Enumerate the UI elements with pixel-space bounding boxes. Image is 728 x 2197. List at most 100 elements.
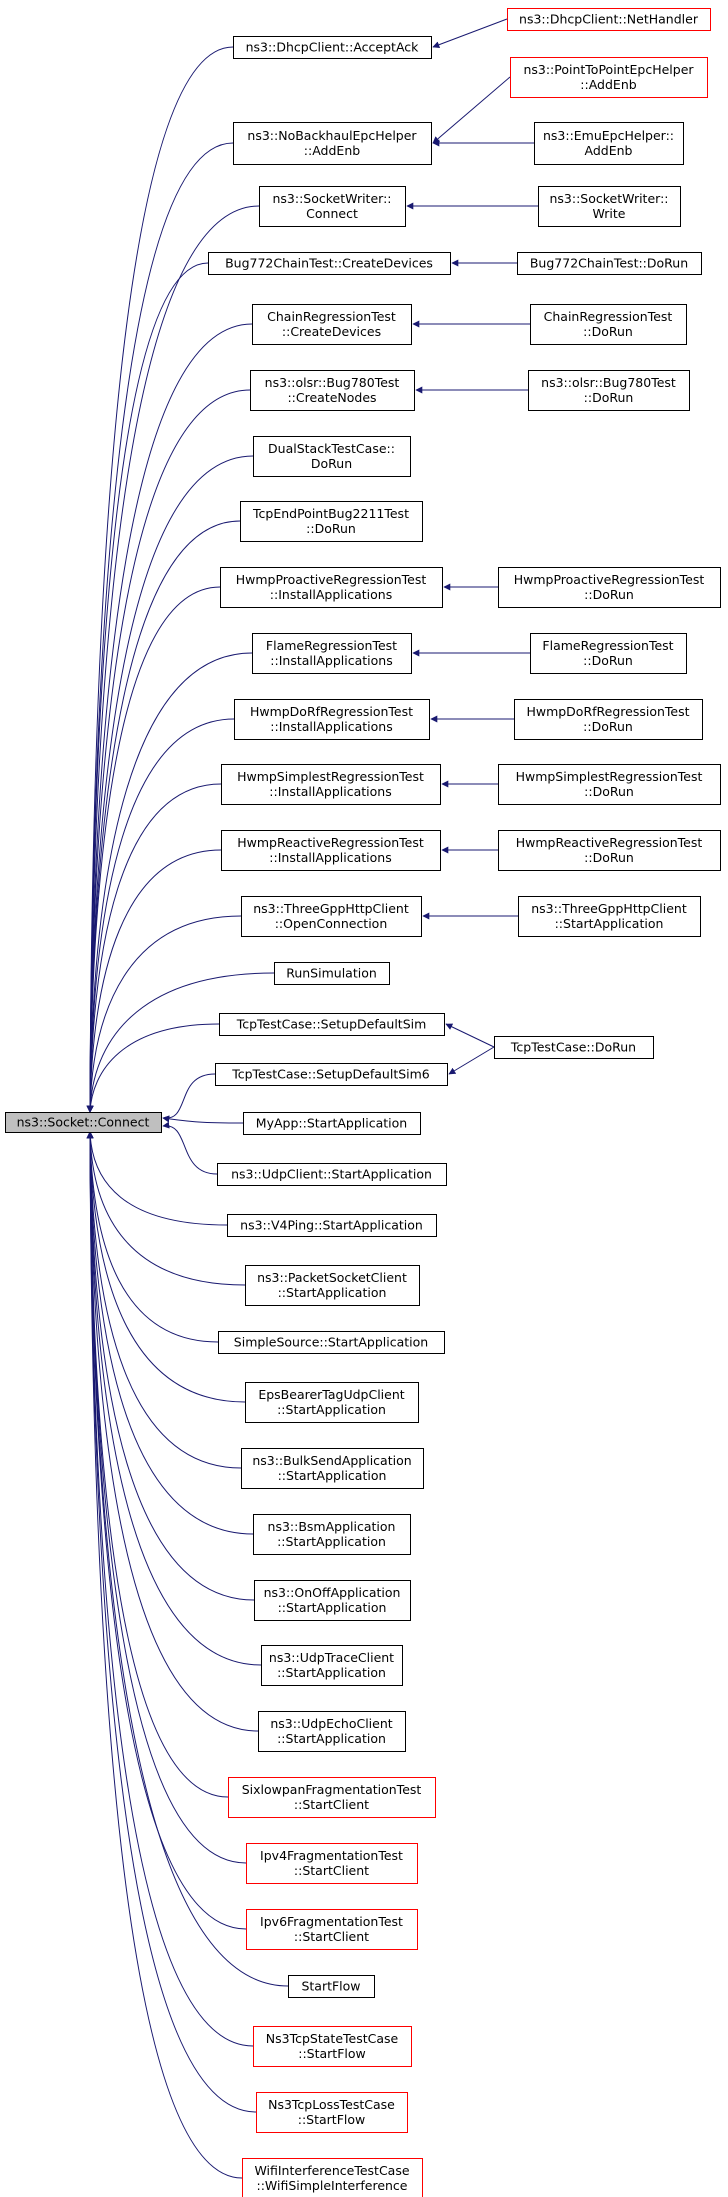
edge-bug772create-to-root: [86, 262, 209, 1113]
node-emuepc[interactable]: ns3::EmuEpcHelper::AddEnb: [534, 122, 684, 165]
node-box: [245, 1265, 420, 1306]
node-simplesource[interactable]: SimpleSource::StartApplication: [218, 1331, 445, 1354]
edge-threegppopen-to-root: [86, 915, 242, 1113]
node-udpclient[interactable]: ns3::UdpClient::StartApplication: [217, 1163, 447, 1186]
node-box: [494, 1036, 654, 1059]
node-label-line: ::CreateDevices: [282, 324, 381, 339]
node-tcpsetup6[interactable]: TcpTestCase::SetupDefaultSim6: [215, 1063, 448, 1086]
node-ipv4frag[interactable]: Ipv4FragmentationTest::StartClient: [246, 1843, 418, 1884]
node-label-line: ::DoRun: [583, 324, 633, 339]
node-hwmpprodorun[interactable]: HwmpProactiveRegressionTest::DoRun: [498, 567, 721, 608]
node-label-line: SixlowpanFragmentationTest: [242, 1782, 422, 1797]
node-ns3tcpstate[interactable]: Ns3TcpStateTestCase::StartFlow: [253, 2026, 412, 2067]
node-hwmpreacdorun[interactable]: HwmpReactiveRegressionTest::DoRun: [498, 830, 721, 871]
node-acceptack[interactable]: ns3::DhcpClient::AcceptAck: [233, 36, 432, 59]
node-label-line: ::InstallApplications: [270, 653, 392, 668]
node-label-line: Ns3TcpStateTestCase: [266, 2031, 399, 2046]
node-threegppopen[interactable]: ns3::ThreeGppHttpClient::OpenConnection: [241, 896, 422, 937]
node-runsim[interactable]: RunSimulation: [274, 962, 390, 985]
node-myapp[interactable]: MyApp::StartApplication: [243, 1112, 421, 1135]
node-bulksend[interactable]: ns3::BulkSendApplication::StartApplicati…: [241, 1448, 424, 1489]
node-label-line: EpsBearerTagUdpClient: [258, 1387, 404, 1402]
node-label-line: ns3::ThreeGppHttpClient: [253, 901, 409, 916]
node-label-line: FlameRegressionTest: [266, 638, 397, 653]
node-box: [528, 370, 690, 411]
node-box: [243, 1112, 421, 1135]
node-onoff[interactable]: ns3::OnOffApplication::StartApplication: [254, 1580, 411, 1621]
node-label-line: ::StartClient: [294, 1929, 369, 1944]
node-box: [498, 830, 721, 871]
node-wifiinterf[interactable]: WifiInterferenceTestCase::WifiSimpleInte…: [242, 2158, 423, 2197]
node-tcpendpoint[interactable]: TcpEndPointBug2211Test::DoRun: [240, 501, 423, 542]
node-dualstack[interactable]: DualStackTestCase::DoRun: [253, 436, 411, 477]
node-label-line: ::StartApplication: [277, 1402, 386, 1417]
node-box: [498, 567, 721, 608]
node-box: [215, 1063, 448, 1086]
node-nethandler[interactable]: ns3::DhcpClient::NetHandler: [507, 8, 711, 31]
node-label-line: ::StartClient: [294, 1863, 369, 1878]
node-label-line: SimpleSource::StartApplication: [234, 1335, 428, 1350]
edge-udpclient-to-root: [162, 1121, 218, 1175]
node-hwmpsimpinst[interactable]: HwmpSimplestRegressionTest::InstallAppli…: [221, 764, 441, 805]
edge-nobackhaul-to-root: [86, 142, 234, 1113]
node-label-line: ::StartApplication: [555, 916, 664, 931]
node-box: [208, 252, 451, 275]
node-box: [246, 1843, 418, 1884]
node-sockwwrite[interactable]: ns3::SocketWriter::Write: [538, 186, 681, 227]
node-label-line: DoRun: [311, 456, 352, 471]
node-tcpdorun[interactable]: TcpTestCase::DoRun: [494, 1036, 654, 1059]
edge-packetsock-to-root: [86, 1131, 246, 1286]
node-label-line: ::InstallApplications: [270, 587, 392, 602]
node-label-line: FlameRegressionTest: [542, 638, 673, 653]
node-hwmpproinst[interactable]: HwmpProactiveRegressionTest::InstallAppl…: [220, 567, 443, 608]
node-hwmpdorfdorun[interactable]: HwmpDoRfRegressionTest::DoRun: [514, 699, 703, 740]
node-startflow[interactable]: StartFlow: [288, 1975, 375, 1998]
node-bug772dorun[interactable]: Bug772ChainTest::DoRun: [517, 252, 702, 275]
node-chaindorun[interactable]: ChainRegressionTest::DoRun: [530, 304, 687, 345]
node-udptrace[interactable]: ns3::UdpTraceClient::StartApplication: [261, 1645, 403, 1686]
node-olsrdorun[interactable]: ns3::olsr::Bug780Test::DoRun: [528, 370, 690, 411]
node-label-line: ns3::V4Ping::StartApplication: [240, 1218, 423, 1233]
node-ns3tcploss[interactable]: Ns3TcpLossTestCase::StartFlow: [256, 2092, 408, 2133]
node-label-line: ::OpenConnection: [275, 916, 388, 931]
node-hwmpdorfinst[interactable]: HwmpDoRfRegressionTest::InstallApplicati…: [234, 699, 430, 740]
node-box: [530, 633, 687, 674]
node-sixlowpan[interactable]: SixlowpanFragmentationTest::StartClient: [228, 1777, 436, 1818]
node-sockwconnect[interactable]: ns3::SocketWriter::Connect: [259, 186, 406, 227]
node-epsbearer[interactable]: EpsBearerTagUdpClient::StartApplication: [245, 1382, 419, 1423]
node-bsmapp[interactable]: ns3::BsmApplication::StartApplication: [253, 1514, 411, 1555]
node-v4ping[interactable]: ns3::V4Ping::StartApplication: [227, 1214, 437, 1237]
root-node[interactable]: ns3::Socket::Connect: [5, 1112, 162, 1133]
node-threegppstart[interactable]: ns3::ThreeGppHttpClient::StartApplicatio…: [518, 896, 701, 937]
node-label-line: ::StartApplication: [277, 1665, 386, 1680]
node-flamedorun[interactable]: FlameRegressionTest::DoRun: [530, 633, 687, 674]
node-box: [274, 962, 390, 985]
edge-ns3tcpstate-to-root: [86, 1131, 254, 2047]
edge-v4ping-to-root: [86, 1131, 228, 1226]
node-ipv6frag[interactable]: Ipv6FragmentationTest::StartClient: [246, 1909, 418, 1950]
node-label-line: HwmpReactiveRegressionTest: [237, 835, 424, 850]
node-box: [220, 567, 443, 608]
node-chaincreate[interactable]: ChainRegressionTest::CreateDevices: [252, 304, 412, 345]
node-label-line: ns3::olsr::Bug780Test: [265, 375, 400, 390]
node-hwmpsimpdorun[interactable]: HwmpSimplestRegressionTest::DoRun: [498, 764, 721, 805]
node-label-line: ::CreateNodes: [287, 390, 376, 405]
node-hwmpreacinst[interactable]: HwmpReactiveRegressionTest::InstallAppli…: [221, 830, 441, 871]
node-p2pepc[interactable]: ns3::PointToPointEpcHelper::AddEnb: [510, 57, 708, 98]
node-label-line: ::StartFlow: [298, 2046, 366, 2061]
node-udpecho[interactable]: ns3::UdpEchoClient::StartApplication: [258, 1711, 406, 1752]
edge-udpecho-to-root: [86, 1131, 259, 1732]
node-label-line: ns3::ThreeGppHttpClient: [531, 901, 687, 916]
edge-tcpdorun-to-tcpsetup6: [448, 1046, 495, 1075]
node-flameinst[interactable]: FlameRegressionTest::InstallApplications: [252, 633, 412, 674]
edge-hwmpsimpinst-to-root: [86, 783, 222, 1113]
node-bug772create[interactable]: Bug772ChainTest::CreateDevices: [208, 252, 451, 275]
node-label-line: HwmpDoRfRegressionTest: [526, 704, 689, 719]
edge-p2pepc-to-nobackhaul: [432, 76, 511, 144]
node-tcpsetup[interactable]: TcpTestCase::SetupDefaultSim: [219, 1013, 445, 1036]
node-nobackhaul[interactable]: ns3::NoBackhaulEpcHelper::AddEnb: [233, 122, 432, 165]
node-box: [517, 252, 702, 275]
edge-simplesource-to-root: [86, 1131, 219, 1343]
node-olsrcreate[interactable]: ns3::olsr::Bug780Test::CreateNodes: [250, 370, 415, 411]
node-packetsock[interactable]: ns3::PacketSocketClient::StartApplicatio…: [245, 1265, 420, 1306]
